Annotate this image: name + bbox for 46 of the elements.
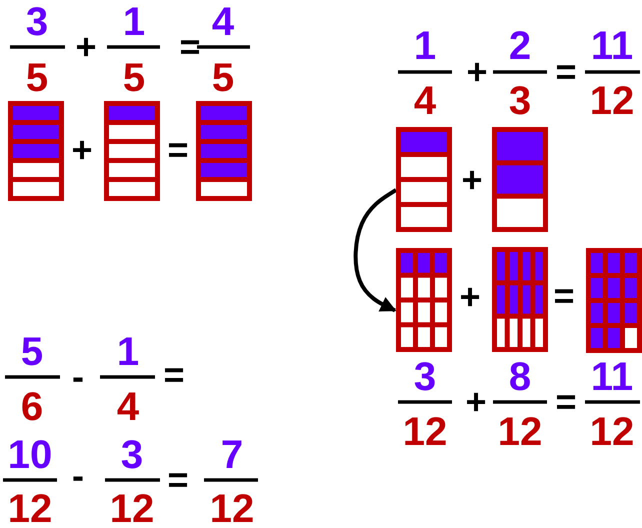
operator-sign: =: [179, 29, 201, 65]
numerator: 3: [414, 357, 436, 397]
operator-sign: =: [167, 132, 189, 168]
operator-sign: =: [163, 357, 185, 393]
denominator: 5: [26, 58, 48, 98]
operator-sign: +: [459, 279, 481, 315]
numerator: 1: [116, 332, 140, 372]
denominator: 12: [590, 81, 634, 121]
operator-sign: +: [461, 162, 483, 198]
denominator: 4: [116, 387, 140, 427]
numerator: 10: [8, 435, 52, 475]
denominator: 12: [110, 489, 154, 528]
operator-sign: +: [71, 132, 93, 168]
operator-sign: =: [167, 462, 189, 498]
numerator: 11: [590, 357, 634, 397]
operator-sign: =: [555, 54, 577, 90]
denominator: 5: [122, 58, 146, 98]
curved-arrow: [354, 188, 398, 312]
operator-sign: =: [553, 278, 575, 314]
numerator: 8: [508, 357, 532, 397]
numerator: 11: [590, 26, 634, 66]
operator-sign: +: [75, 29, 97, 65]
denominator: 12: [210, 489, 254, 528]
denominator: 12: [402, 412, 448, 452]
numerator: 3: [120, 435, 144, 475]
denominator: 4: [414, 81, 436, 121]
numerator: 4: [212, 2, 234, 42]
numerator: 7: [220, 435, 244, 475]
operator-sign: +: [465, 384, 487, 420]
operator-sign: +: [466, 54, 488, 90]
numerator: 1: [122, 2, 146, 42]
operator-sign: -: [72, 458, 84, 494]
denominator: 12: [498, 412, 542, 452]
denominator: 12: [8, 489, 52, 528]
operator-sign: -: [72, 359, 84, 395]
denominator: 5: [212, 58, 234, 98]
numerator: 1: [414, 26, 436, 66]
denominator: 6: [20, 387, 44, 427]
numerator: 2: [508, 26, 532, 66]
denominator: 12: [590, 412, 634, 452]
fraction-bar: [396, 127, 452, 232]
fraction-bar: [396, 248, 452, 352]
operator-sign: =: [555, 384, 577, 420]
numerator: 3: [26, 2, 48, 42]
denominator: 3: [508, 81, 532, 121]
numerator: 5: [20, 332, 44, 372]
